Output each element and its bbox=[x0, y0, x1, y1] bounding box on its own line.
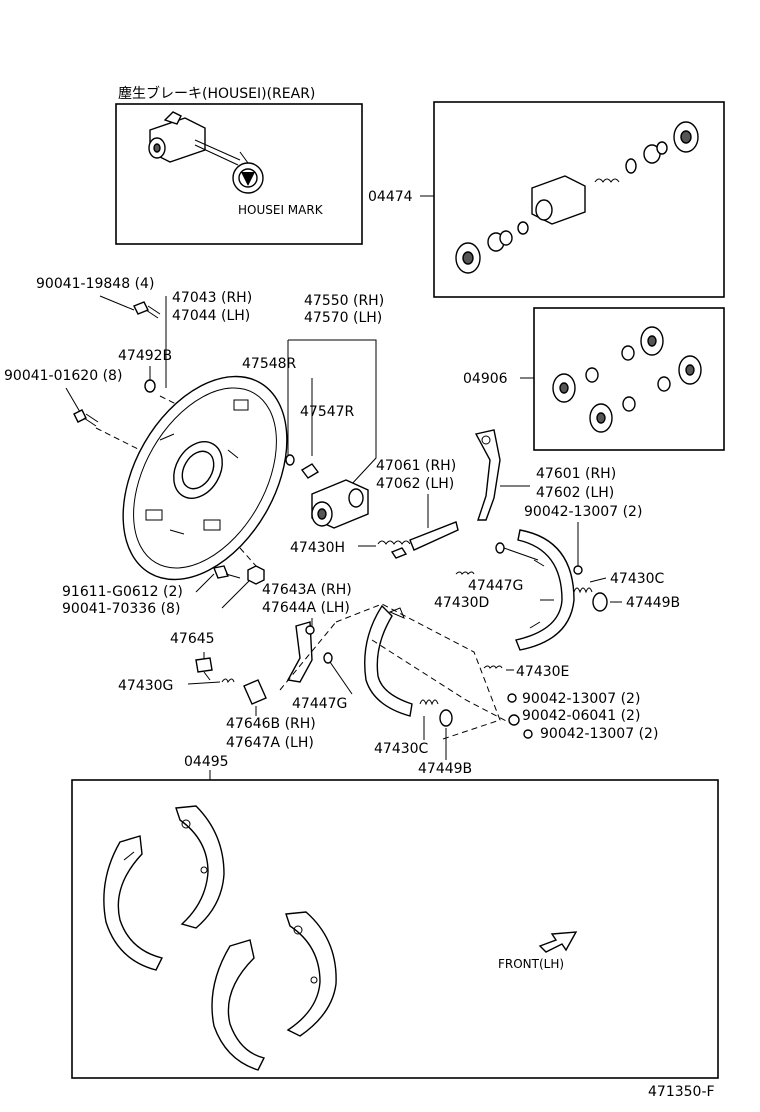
bolt-90041-01620 bbox=[73, 409, 99, 427]
shoe-dashline-b bbox=[371, 639, 513, 725]
washer-90042-13007-a bbox=[573, 565, 583, 575]
housei-mark-label: HOUSEI MARK bbox=[238, 203, 324, 217]
shoe-dashline-a bbox=[335, 603, 501, 741]
washer-90042-13007-b bbox=[507, 693, 517, 703]
wheel-cylinder-lh-label: 47570 (LH) bbox=[304, 310, 382, 326]
kit-04495-label: 04495 bbox=[184, 754, 229, 770]
kit-04906-parts bbox=[552, 326, 702, 433]
washer-90042-13007-c bbox=[523, 729, 533, 739]
spring-47430c-b bbox=[419, 699, 439, 706]
brake-shoe-rh-lining bbox=[515, 529, 575, 651]
parking-strut bbox=[286, 621, 315, 683]
pin-47447g-b bbox=[323, 652, 353, 695]
shoe-kit-04495-shoe-2 bbox=[175, 805, 225, 929]
lever-lh-label: 47062 (LH) bbox=[376, 476, 454, 492]
cup-47449b-b-label: 47449B bbox=[418, 761, 472, 777]
washer-90042-13007-c-label: 90042-13007 (2) bbox=[540, 726, 658, 742]
spring-47430e-label: 47430E bbox=[516, 664, 569, 680]
lever-rh-label: 47061 (RH) bbox=[376, 458, 456, 474]
link-lh-label: 47647A (LH) bbox=[226, 735, 314, 751]
bleeder-47548r bbox=[285, 454, 295, 466]
nut-70336-leader bbox=[221, 579, 251, 609]
spring-47430g-label: 47430G bbox=[118, 678, 173, 694]
nut-dashline bbox=[239, 547, 257, 567]
adjust-link bbox=[243, 679, 267, 705]
bolt-90041-01620-label: 90041-01620 (8) bbox=[4, 368, 122, 384]
spring-47430c-b-label: 47430C bbox=[374, 741, 429, 757]
wheel-cylinder bbox=[311, 479, 369, 529]
pin-47447g-a bbox=[495, 542, 539, 561]
wheel-cylinder-bracket bbox=[288, 339, 377, 487]
part-47645-label: 47645 bbox=[170, 631, 215, 647]
link-rh-label: 47646B (RH) bbox=[226, 716, 316, 732]
plug-47492b-label: 47492B bbox=[118, 348, 172, 364]
pin-47447g-a-label: 47447G bbox=[468, 578, 523, 594]
backing-plate-lh-label: 47044 (LH) bbox=[172, 308, 250, 324]
front-lh-label: FRONT(LH) bbox=[498, 957, 564, 971]
bolt-91611-g0612-label: 91611-G0612 (2) bbox=[62, 584, 183, 600]
spring-47430d bbox=[455, 571, 475, 575]
bolt-90041-19848-label: 90041-19848 (4) bbox=[36, 276, 154, 292]
brake-shoe-lh-installed bbox=[364, 604, 413, 717]
shoe-rh-label: 47601 (RH) bbox=[536, 466, 616, 482]
spring-47430g bbox=[221, 678, 235, 684]
spring-47430g-leader bbox=[187, 681, 221, 685]
front-arrow-icon bbox=[538, 931, 578, 953]
kit-04906-label: 04906 bbox=[463, 371, 508, 387]
kit-04906-box bbox=[533, 307, 725, 451]
washer-90042-13007-a-label: 90042-13007 (2) bbox=[524, 504, 642, 520]
housei-cylinder-illustration bbox=[148, 111, 241, 166]
bolt-90041-19848 bbox=[133, 301, 161, 319]
cap-47547r-label: 47547R bbox=[300, 404, 355, 420]
kit-04474-label: 04474 bbox=[368, 189, 413, 205]
housei-title: 塵生ブレーキ(HOUSEI)(REAR) bbox=[118, 85, 315, 102]
spring-47430c-a-leader bbox=[589, 577, 607, 583]
cup-47449b-a bbox=[592, 592, 608, 612]
spring-47430d-label: 47430D bbox=[434, 595, 489, 611]
spring-47430c-a bbox=[573, 587, 593, 594]
wheel-cylinder-rh-label: 47550 (RH) bbox=[304, 293, 384, 309]
pin-47447g-b-label: 47447G bbox=[292, 696, 347, 712]
bleeder-47548r-label: 47548R bbox=[242, 356, 297, 372]
bolt-91611-g0612 bbox=[213, 565, 241, 579]
kit-04474-box bbox=[433, 101, 725, 298]
cup-47449b-a-label: 47449B bbox=[626, 595, 680, 611]
cap-47547r bbox=[300, 463, 320, 479]
kit-04474-parts bbox=[455, 121, 699, 274]
bolt-01620-dashline bbox=[95, 427, 141, 451]
shoe-kit-04495-shoe-1 bbox=[103, 835, 164, 971]
shoe-kit-04495-shoe-3 bbox=[211, 939, 266, 1071]
housei-inset-box bbox=[115, 103, 363, 245]
bolt-19848-leader bbox=[99, 295, 135, 311]
housei-mark-icon bbox=[232, 151, 264, 194]
shoe-kit-04495-shoe-4 bbox=[285, 911, 337, 1037]
bolt-01620-leader bbox=[65, 387, 81, 413]
adjusting-lever bbox=[390, 521, 459, 559]
spring-47430e bbox=[483, 665, 503, 669]
diagram-id: 471350-F bbox=[648, 1084, 715, 1100]
bolt-g0612-leader bbox=[195, 573, 215, 593]
washer-90042-13007-b-label: 90042-13007 (2) bbox=[522, 691, 640, 707]
spring-47430h-label: 47430H bbox=[290, 540, 345, 556]
part-47645 bbox=[195, 657, 213, 681]
cup-47449b-b bbox=[439, 709, 453, 727]
washer-90042-06041 bbox=[508, 714, 520, 726]
strut-lh-label: 47644A (LH) bbox=[262, 600, 350, 616]
shoe-lh-label: 47602 (LH) bbox=[536, 485, 614, 501]
washer-90042-06041-label: 90042-06041 (2) bbox=[522, 708, 640, 724]
strut-dashline bbox=[279, 621, 337, 691]
brake-shoe-rh bbox=[474, 429, 501, 521]
backing-plate-rh-label: 47043 (RH) bbox=[172, 290, 252, 306]
kit-04495-box bbox=[71, 779, 719, 1079]
backing-plate bbox=[122, 375, 288, 581]
spring-47430c-a-label: 47430C bbox=[610, 571, 665, 587]
nut-90041-70336-label: 90041-70336 (8) bbox=[62, 601, 180, 617]
plug-dashline bbox=[159, 395, 189, 411]
spring-47430h bbox=[377, 540, 411, 545]
strut-rh-label: 47643A (RH) bbox=[262, 582, 352, 598]
plug-47492b bbox=[144, 379, 156, 393]
